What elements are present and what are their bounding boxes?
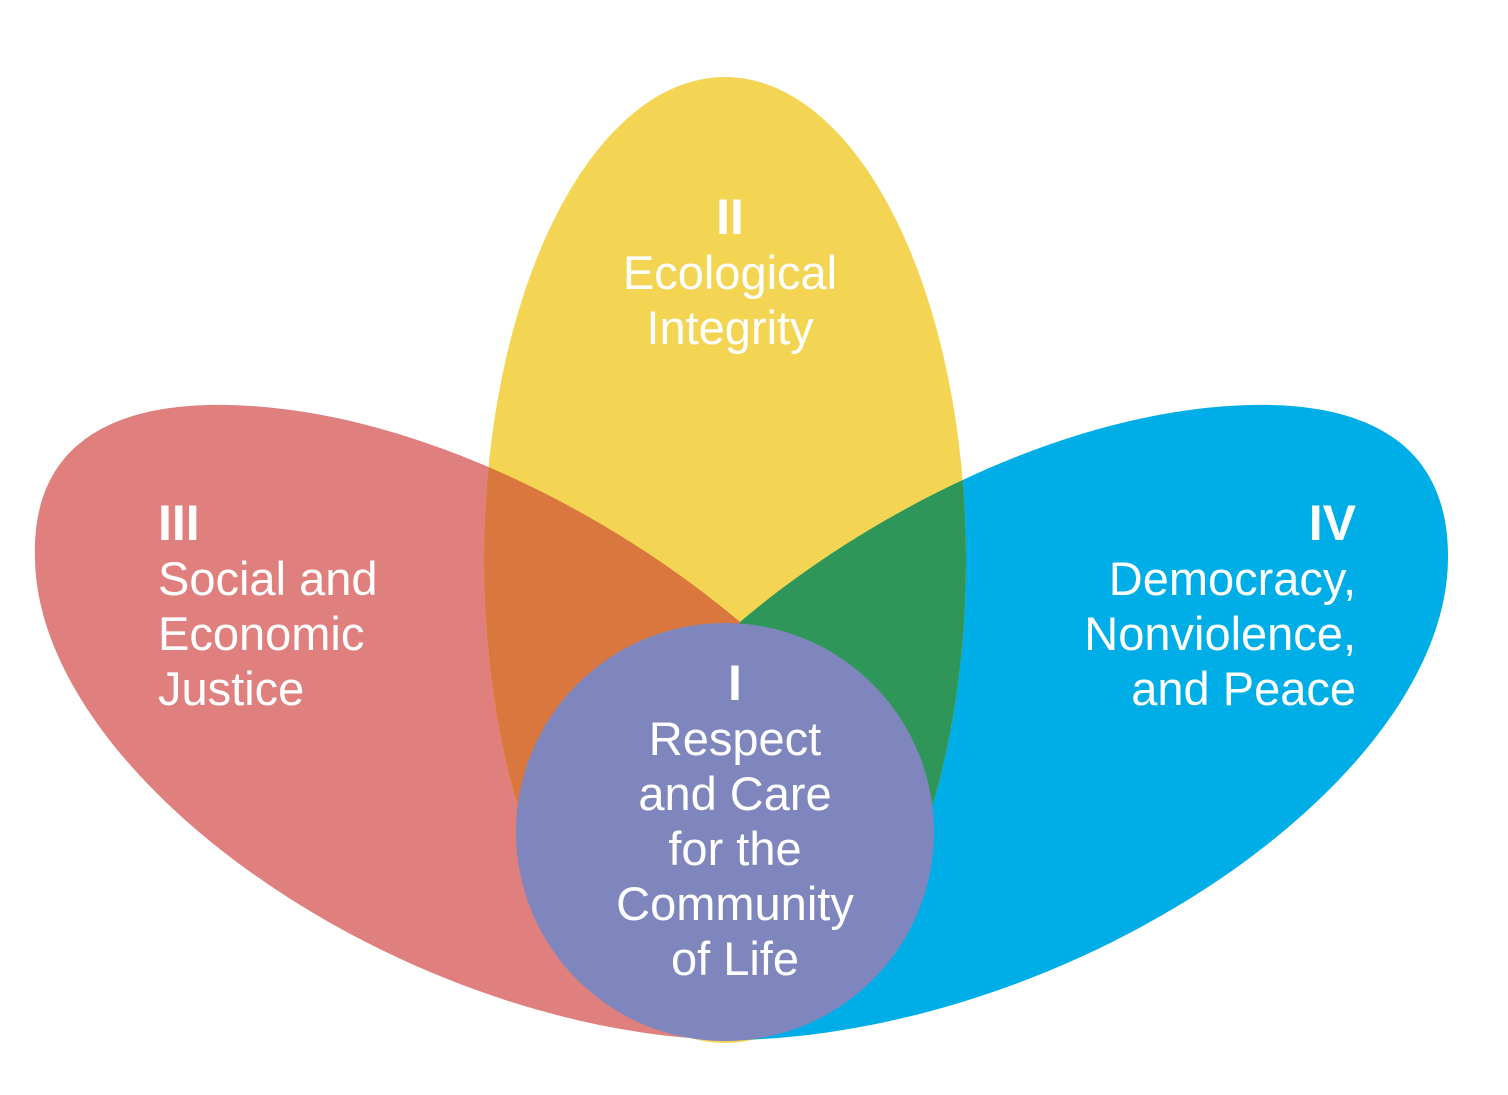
democracy-numeral: IV [1308, 495, 1356, 551]
respect-label: I Respect and Care for the Community of … [535, 656, 935, 986]
respect-line: of Life [670, 932, 800, 985]
social-numeral: III [158, 495, 200, 551]
social-label: III Social and Economic Justice [158, 496, 378, 716]
respect-numeral: I [728, 655, 742, 711]
social-line: Justice [158, 662, 305, 715]
respect-circle [516, 623, 934, 1041]
respect-line: Respect [648, 712, 822, 765]
ecological-line: Ecological [622, 246, 838, 299]
respect-line: and Care [638, 767, 832, 820]
respect-line: for the [668, 822, 802, 875]
democracy-line: and Peace [1131, 662, 1356, 715]
social-line: Economic [158, 607, 365, 660]
ecological-line: Integrity [646, 301, 814, 354]
respect-line: Community [616, 877, 854, 930]
social-line: Social and [158, 552, 378, 605]
ecological-numeral: II [716, 189, 744, 245]
democracy-line: Democracy, [1108, 552, 1356, 605]
democracy-label: IV Democracy, Nonviolence, and Peace [1084, 496, 1356, 716]
democracy-line: Nonviolence, [1084, 607, 1356, 660]
ecological-label: II Ecological Integrity [530, 190, 930, 355]
